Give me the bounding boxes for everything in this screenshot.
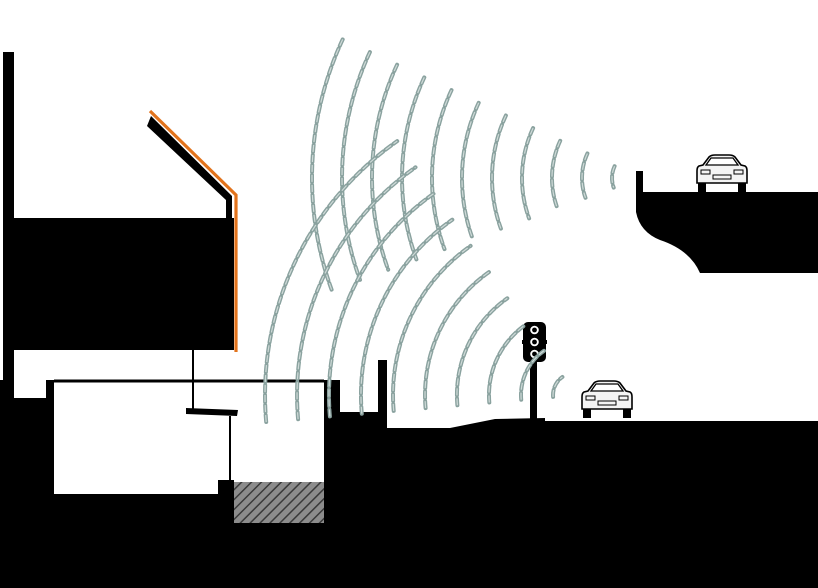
sound-wave-arc — [401, 77, 425, 260]
building — [0, 52, 234, 400]
sound-wave-arc — [611, 165, 616, 188]
sound-wave-arc — [552, 376, 563, 397]
sound-wave-arc — [491, 115, 507, 229]
sound-wave-arc — [392, 245, 471, 411]
sound-wave-arc — [488, 324, 527, 403]
car-icon — [581, 380, 633, 418]
sound-waves-from-overpass — [309, 37, 617, 293]
sound-wave-arc — [328, 193, 435, 417]
water-tank — [234, 482, 324, 588]
sound-wave-arc — [580, 151, 590, 200]
sound-wave-arc — [311, 39, 344, 291]
basement — [54, 350, 324, 496]
site-ground — [0, 360, 818, 588]
sound-wave-arc — [296, 166, 416, 420]
sound-wave-arc — [521, 127, 534, 219]
sound-wave-arc — [490, 113, 508, 231]
sound-wave-arc — [264, 140, 398, 423]
overpass-car-icon — [696, 154, 748, 192]
sound-wave-arc — [423, 270, 491, 411]
sound-wave-arc — [360, 219, 453, 414]
sound-wave-arc — [456, 297, 508, 406]
sound-wave-arc — [581, 153, 588, 199]
overpass — [636, 171, 818, 273]
sound-wave-arc — [461, 102, 480, 240]
sloped-panel — [147, 109, 238, 352]
sound-wave-arc — [551, 140, 561, 209]
sound-wave-arc — [341, 51, 371, 281]
sound-waves-from-street — [263, 139, 565, 424]
sound-wave-arc — [520, 350, 545, 400]
